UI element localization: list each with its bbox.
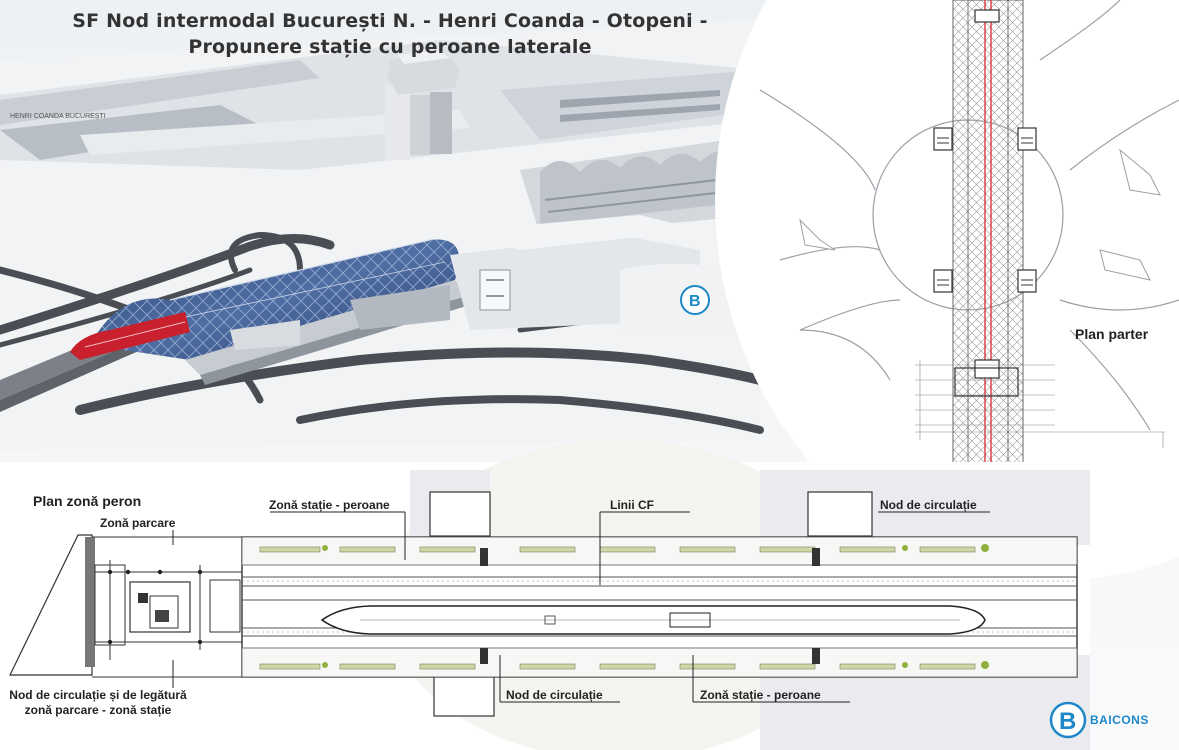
baicons-logo-letter: B [1059, 708, 1076, 735]
circulation-link-label: Nod de circulație și de legătură zonă pa… [9, 688, 187, 717]
circulation-node-top-label: Nod de circulație [880, 498, 977, 512]
plan-parter-label: Plan parter [1075, 326, 1149, 342]
terminal-buildings [0, 40, 760, 170]
station-building: B [230, 215, 740, 350]
circulation-node-bottom-label: Nod de circulație [506, 688, 603, 702]
brand: BAICONS [1090, 702, 1149, 738]
plan-peron-title: Plan zonă peron [33, 493, 142, 509]
terminal-sign-text: HENRI COANDA BUCUREȘTI [10, 113, 106, 120]
brand-name: BAICONS [1090, 713, 1149, 727]
station-zone-top-label: Zonă stație - peroane [269, 498, 390, 512]
terminal-roof [520, 135, 761, 235]
station-sign: B [689, 293, 701, 310]
poster-title: SF Nod intermodal București N. - Henri C… [0, 8, 780, 60]
red-train [70, 312, 190, 360]
poster-title-line1: SF Nod intermodal București N. - Henri C… [72, 10, 708, 32]
plan-parter-drawing [715, 0, 1179, 580]
parking-zone-label: Zonă parcare [100, 516, 176, 530]
cf-lines-label: Linii CF [610, 498, 654, 512]
control-tower [385, 50, 460, 160]
terminal-sign: HENRI COANDA BUCUREȘTI [10, 113, 106, 120]
baicons-logo: B [1049, 701, 1087, 739]
plan-peron-drawing [0, 440, 1090, 750]
poster-title-line2: Propunere stație cu peroane laterale [188, 36, 592, 58]
station-zone-bottom-label: Zonă stație - peroane [700, 688, 821, 702]
